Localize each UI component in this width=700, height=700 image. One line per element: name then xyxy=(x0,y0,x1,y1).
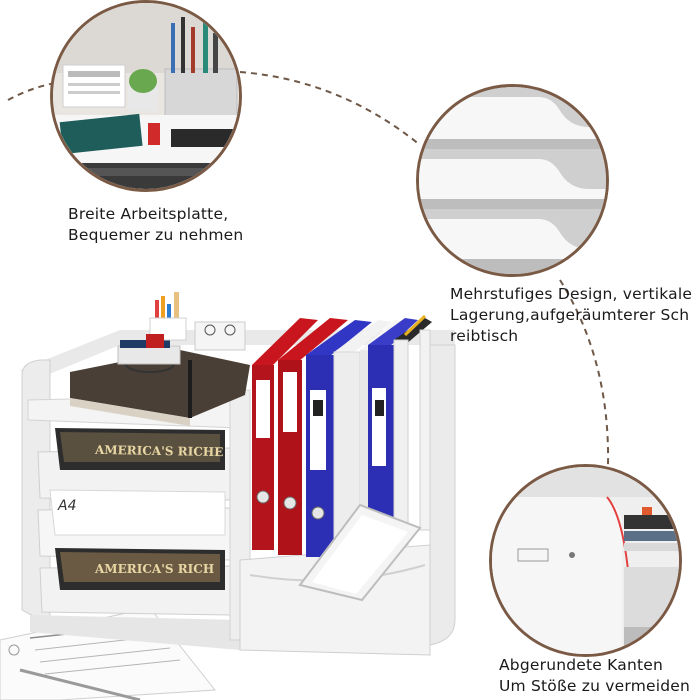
dashed-line-right xyxy=(559,279,610,466)
organizer-body xyxy=(20,330,456,656)
notebook xyxy=(70,340,250,426)
smartphone xyxy=(298,503,422,602)
caption-right-middle: Mehrstufiges Design, vertikale Lagerung,… xyxy=(450,284,692,347)
caption-top-left: Breite Arbeitsplatte, Bequemer zu nehmen xyxy=(68,204,243,246)
desk-calendar xyxy=(194,321,246,351)
caption-right-middle-line-3: reibtisch xyxy=(450,327,519,345)
tray-top-magazine-print: AMERICA'S RICHE xyxy=(94,442,224,460)
caption-bottom-right-line-2: Um Stöße zu vermeiden xyxy=(499,677,691,695)
dashed-line-top xyxy=(239,71,421,146)
binders xyxy=(252,314,432,557)
pen-cup xyxy=(146,292,187,348)
detail-circle-tiers xyxy=(416,84,609,277)
caption-right-middle-line-2: Lagerung,aufgeräumterer Sch xyxy=(450,306,690,324)
tray-bottom-magazine-print: AMERICA'S RICH xyxy=(95,562,215,576)
caption-top-left-line-2: Bequemer zu nehmen xyxy=(68,226,244,244)
caption-bottom-right-line-1: Abgerundete Kanten xyxy=(499,656,664,674)
caption-bottom-right: Abgerundete Kanten Um Stöße zu vermeiden xyxy=(499,655,690,697)
caption-right-middle-line-1: Mehrstufiges Design, vertikale xyxy=(450,285,693,303)
caption-top-left-line-1: Breite Arbeitsplatte, xyxy=(68,205,229,223)
tray-paper-label-print: A4 xyxy=(58,498,77,514)
